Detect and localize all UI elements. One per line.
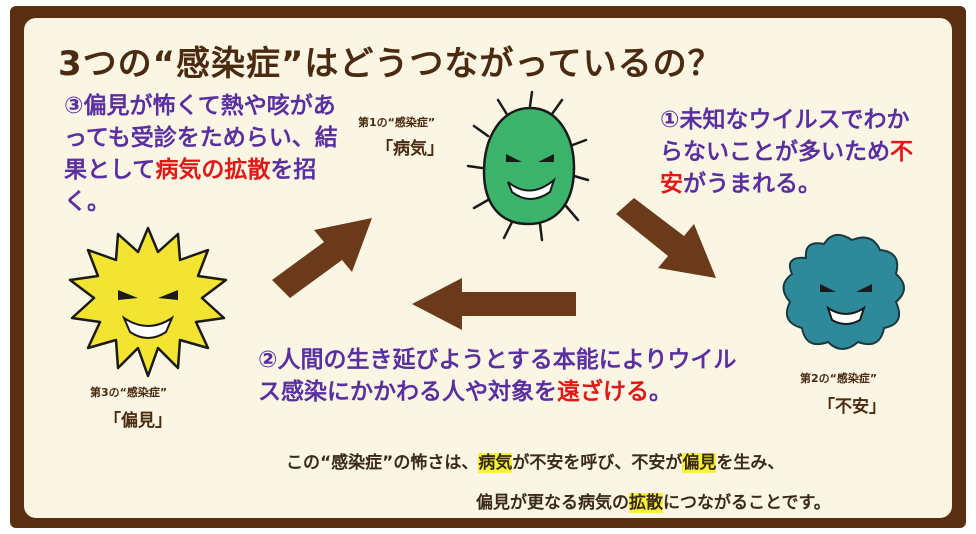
teal-germ-icon bbox=[782, 233, 905, 350]
step3-part1: ③偏見が怖くて熱や咳があっても受診をためらい、結果として bbox=[64, 93, 338, 183]
step2-part3: 。 bbox=[649, 379, 672, 405]
summary-h: につながることです。 bbox=[663, 493, 831, 513]
disease-name: 「病気」 bbox=[376, 139, 444, 159]
step1-highlight: 不安 bbox=[660, 139, 913, 197]
step3-part3: を招く。 bbox=[64, 157, 317, 215]
summary-e: を生み、 bbox=[716, 453, 785, 473]
page-title: 3つの“感染症”はどうつながっているの？ bbox=[58, 44, 723, 84]
step2-part1: ②人間の生き延びようとする本能によりウイルス感染にかかわる人や対象を bbox=[258, 347, 737, 405]
step1-text: ①未知なウイルスでわからないことが多いため不安がうまれる。 bbox=[660, 104, 924, 200]
step3-text: ③偏見が怖くて熱や咳があっても受診をためらい、結果として病気の拡散を招く。 bbox=[64, 90, 354, 218]
prejudice-caption: 第3の“感染症” bbox=[90, 386, 168, 399]
arrow-left-icon bbox=[412, 278, 576, 330]
summary-a: この“感染症”の怖さは、 bbox=[286, 453, 479, 473]
arrow-up-right-icon bbox=[272, 218, 372, 298]
yellow-spiky-germ-icon bbox=[68, 226, 228, 378]
summary-f: 偏見が更なる病気の bbox=[476, 493, 629, 513]
summary-highlight-spread: 拡散 bbox=[629, 493, 663, 513]
summary-c: が不安を呼び、不安が bbox=[512, 453, 683, 473]
step2-highlight: 遠ざける bbox=[557, 379, 649, 405]
step1-part1: ①未知なウイルスでわからないことが多いため bbox=[660, 107, 910, 165]
arrow-down-right-icon bbox=[616, 198, 716, 278]
summary-line1: この“感染症”の怖さは、病気が不安を呼び、不安が偏見を生み、 bbox=[286, 448, 784, 473]
anxiety-caption: 第2の“感染症” bbox=[800, 372, 878, 385]
disease-caption: 第1の“感染症” bbox=[358, 116, 436, 129]
anxiety-name: 「不安」 bbox=[818, 397, 886, 417]
prejudice-name: 「偏見」 bbox=[104, 411, 172, 431]
summary-line2: 偏見が更なる病気の拡散につながることです。 bbox=[476, 488, 831, 513]
step1-part3: がうまれる。 bbox=[683, 171, 821, 197]
summary-highlight-prejudice: 偏見 bbox=[682, 453, 717, 473]
summary-highlight-disease: 病気 bbox=[478, 453, 513, 473]
step2-text: ②人間の生き延びようとする本能によりウイルス感染にかかわる人や対象を遠ざける。 bbox=[258, 344, 758, 408]
green-germ-icon bbox=[466, 90, 590, 242]
step3-highlight: 病気の拡散 bbox=[155, 157, 271, 183]
